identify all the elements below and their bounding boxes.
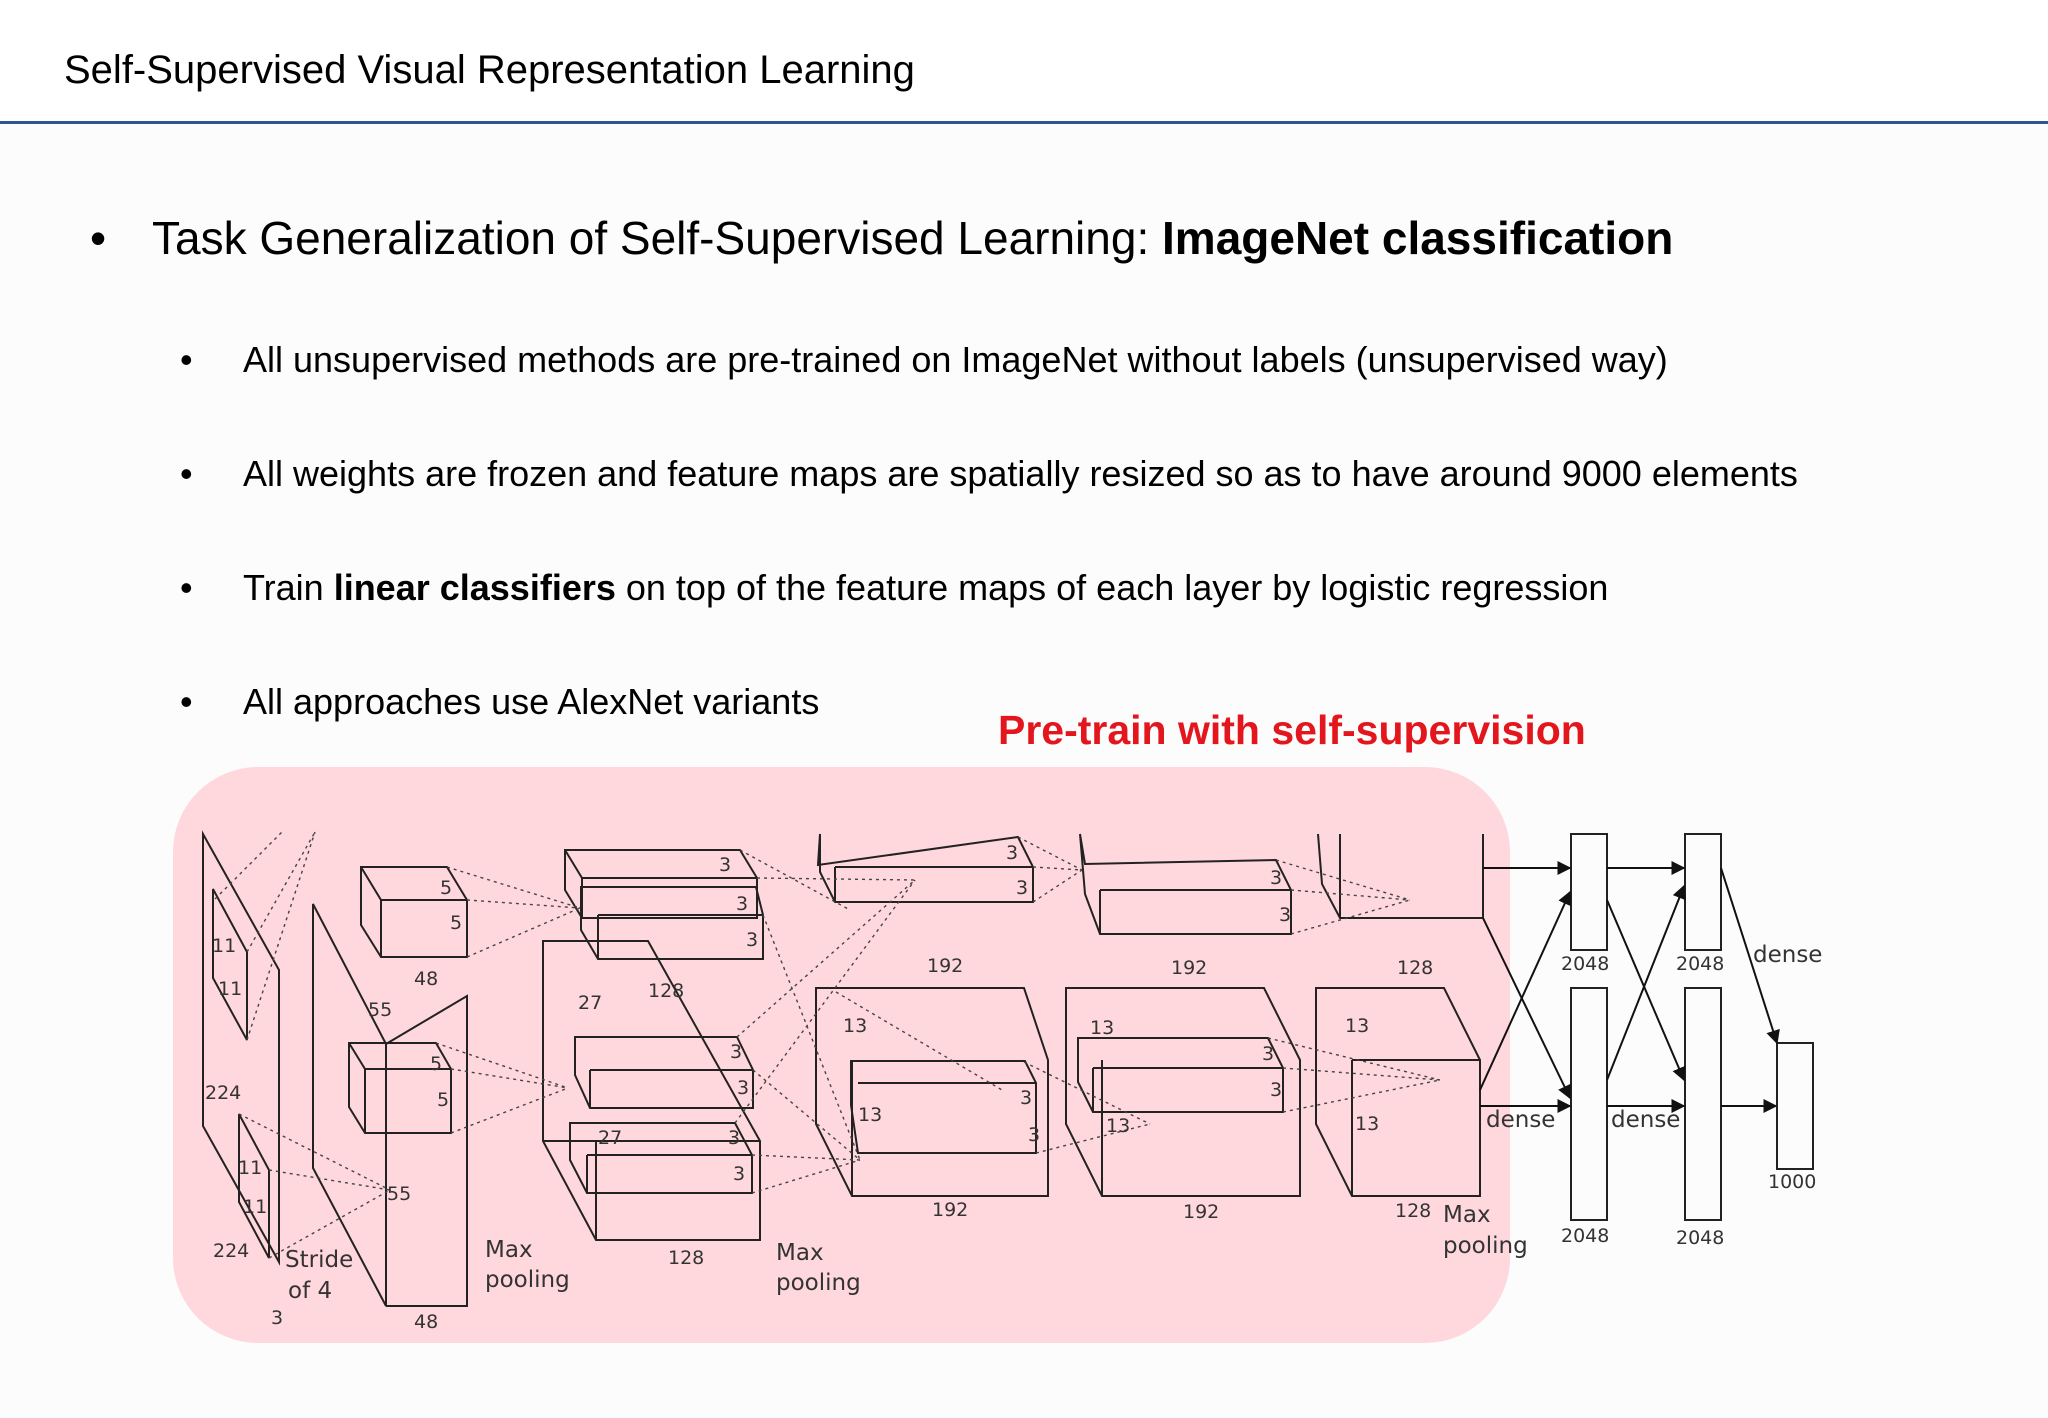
input-channels-label: 3 (271, 1307, 283, 1329)
sub-bullet-text: All approaches use AlexNet variants (243, 681, 820, 722)
dense2-lower (1684, 987, 1722, 1221)
conv4-kernel-label: 3 (1270, 867, 1282, 889)
bullet-icon: • (180, 339, 193, 380)
conv2-kernel-label: 3 (728, 1127, 740, 1149)
conv3-depth-label: 192 (932, 1199, 968, 1221)
conv2-depth-label: 128 (668, 1247, 704, 1269)
dense2-units-label: 2048 (1676, 1227, 1724, 1249)
stride-label: Stride (285, 1247, 353, 1273)
pool-label: Max (1443, 1202, 1491, 1228)
bullet-icon: • (180, 453, 193, 494)
sub-bullet-text: All weights are frozen and feature maps … (243, 453, 1798, 494)
conv1-kernel-label: 5 (430, 1053, 442, 1075)
dense2-units-label: 2048 (1676, 953, 1724, 975)
input-kernel-label: 11 (212, 935, 236, 957)
conv5-depth-label: 128 (1395, 1200, 1431, 1222)
self-supervision-highlight (173, 767, 1510, 1343)
conv3-kernel-label: 3 (1016, 877, 1028, 899)
sub-bullet-bold: linear classifiers (333, 567, 616, 608)
conv2-kernel-label: 3 (736, 893, 748, 915)
input-kernel-label: 11 (218, 978, 242, 1000)
pool-label: pooling (1443, 1233, 1528, 1259)
conv4-size-label: 13 (1106, 1115, 1130, 1137)
bullet-icon: • (180, 567, 193, 608)
main-bullet-text: Task Generalization of Self-Supervised L… (152, 212, 1163, 264)
conv5-depth-label: 128 (1397, 957, 1433, 979)
conv5-size-label: 13 (1355, 1113, 1379, 1135)
conv1-kernel-label: 5 (437, 1089, 449, 1111)
main-bullet-bold: ImageNet classification (1162, 212, 1674, 264)
title-divider (0, 121, 2048, 124)
conv1-kernel-label: 5 (450, 912, 462, 934)
output-units-label: 1000 (1768, 1171, 1816, 1193)
input-kernel-label: 11 (243, 1196, 267, 1218)
conv1-kernel-label: 5 (440, 877, 452, 899)
sub-bullet: • All unsupervised methods are pre-traine… (180, 336, 1668, 384)
pool-label: pooling (485, 1267, 570, 1293)
conv2-kernel-label: 3 (730, 1041, 742, 1063)
sub-bullet: • Train linear classifiers on top of the … (180, 564, 1608, 612)
conv2-depth-label: 128 (648, 980, 684, 1002)
input-volume (202, 830, 280, 1266)
pool-label: Max (485, 1237, 533, 1263)
conv2-kernel-label: 3 (719, 854, 731, 876)
conv3-kernel-label: 3 (1028, 1124, 1040, 1146)
bullet-icon: • (90, 212, 107, 264)
sub-bullet-text: on top of the feature maps of each layer… (615, 567, 1609, 608)
conv2-kernel-label: 3 (737, 1077, 749, 1099)
pool-label: pooling (776, 1270, 861, 1296)
bullet-icon: • (180, 681, 193, 722)
conv1-depth-label: 48 (414, 1311, 438, 1333)
pretrain-label: Pre-train with self-supervision (998, 707, 1586, 753)
dense2-upper (1684, 833, 1722, 951)
conv5-size-label: 13 (1345, 1015, 1369, 1037)
conv2-size-label: 27 (578, 992, 602, 1014)
conv3-depth-label: 192 (927, 955, 963, 977)
sub-bullet: • All approaches use AlexNet variants (180, 678, 819, 726)
dense-label: dense (1611, 1107, 1680, 1133)
main-bullet: • Task Generalization of Self-Supervised … (90, 208, 1673, 268)
dense-label: dense (1753, 942, 1822, 968)
conv1-size-label: 55 (387, 1183, 411, 1205)
conv2-kernel-label: 3 (746, 929, 758, 951)
pool-label: Max (776, 1240, 824, 1266)
conv3-size-label: 13 (843, 1015, 867, 1037)
conv2-kernel-label: 3 (733, 1163, 745, 1185)
dense1-lower (1570, 987, 1608, 1221)
stride-of-label: of 4 (288, 1278, 332, 1304)
conv4-kernel-label: 3 (1279, 904, 1291, 926)
conv4-kernel-label: 3 (1262, 1043, 1274, 1065)
conv2-size-label: 27 (598, 1127, 622, 1149)
conv4-kernel-label: 3 (1270, 1079, 1282, 1101)
dense1-units-label: 2048 (1561, 1225, 1609, 1247)
conv4-size-label: 13 (1090, 1017, 1114, 1039)
conv1-size-label: 55 (368, 999, 392, 1021)
sub-bullet: • All weights are frozen and feature maps… (180, 450, 1798, 498)
dense1-upper (1570, 833, 1608, 951)
conv3-size-label: 13 (858, 1104, 882, 1126)
conv3-kernel-label: 3 (1006, 842, 1018, 864)
conv3-kernel-label: 3 (1020, 1087, 1032, 1109)
sub-bullet-text: Train (243, 567, 334, 608)
input-kernel-label: 11 (238, 1157, 262, 1179)
conv1-depth-label: 48 (414, 968, 438, 990)
dense-label: dense (1486, 1107, 1555, 1133)
slide-title: Self-Supervised Visual Representation Le… (64, 48, 915, 92)
input-size-label: 224 (205, 1082, 241, 1104)
sub-bullet-text: All unsupervised methods are pre-trained… (243, 339, 1668, 380)
dense1-units-label: 2048 (1561, 953, 1609, 975)
conv4-depth-label: 192 (1171, 957, 1207, 979)
conv4-depth-label: 192 (1183, 1201, 1219, 1223)
output-layer (1776, 1042, 1814, 1170)
input-size-label: 224 (213, 1240, 249, 1262)
